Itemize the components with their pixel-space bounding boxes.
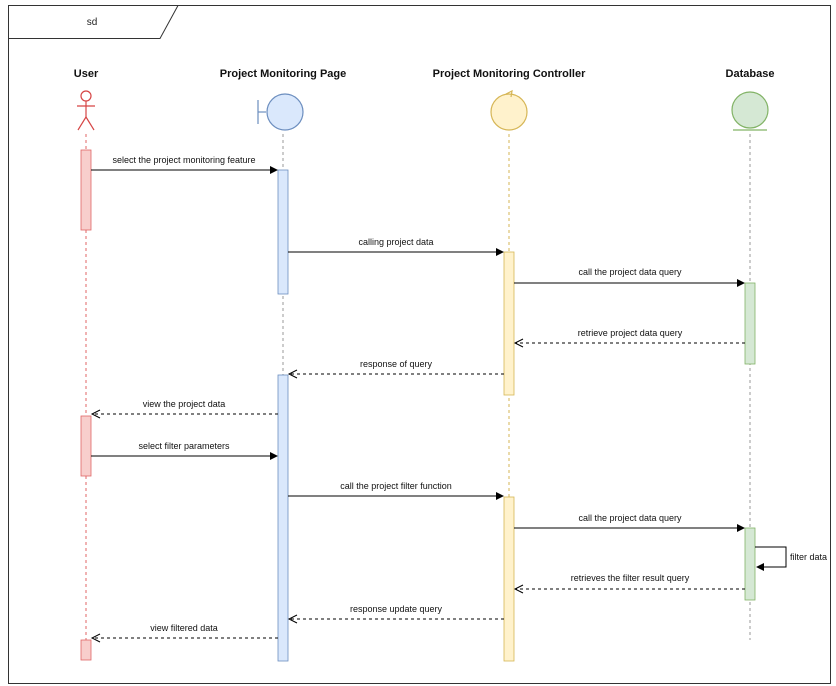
control-icon (490, 89, 528, 131)
activation-page-1 (277, 169, 289, 295)
activation-database-1 (744, 282, 756, 365)
message-label: view the project data (143, 399, 226, 409)
activation-user-2 (80, 415, 92, 477)
arrowhead-open (90, 633, 101, 643)
boundary-icon (257, 93, 304, 131)
arrowhead-solid (270, 452, 278, 460)
message-label: call the project filter function (340, 481, 452, 491)
activation-controller-2 (503, 496, 515, 662)
message-label: select filter parameters (138, 441, 230, 451)
arrowhead-open (513, 338, 524, 348)
activation-page-2 (277, 374, 289, 662)
arrowhead-solid (737, 524, 745, 532)
arrowhead-open (287, 369, 298, 379)
arrowhead-open (513, 584, 524, 594)
arrowhead-solid (496, 248, 504, 256)
arrowhead-open (287, 614, 298, 624)
diagram-frame (8, 5, 831, 684)
message-label: retrieves the filter result query (571, 573, 690, 583)
activation-database-2 (744, 527, 756, 601)
arrowhead-solid (270, 166, 278, 174)
message-label: select the project monitoring feature (112, 155, 255, 165)
message-label: calling project data (358, 237, 433, 247)
message-label: response of query (360, 359, 433, 369)
activation-controller-1 (503, 251, 515, 396)
activation-user-1 (80, 149, 92, 231)
message-label: call the project data query (578, 267, 682, 277)
actor-icon (77, 90, 95, 131)
participant-name-user: User (74, 68, 99, 80)
activation-user-3 (80, 639, 92, 661)
participant-name-controller: Project Monitoring Controller (433, 68, 586, 80)
message-label: response update query (350, 604, 443, 614)
participant-name-database: Database (726, 68, 775, 80)
arrowhead-open (90, 409, 101, 419)
message-label: filter data (790, 552, 827, 562)
frame-label: sd (87, 17, 98, 28)
message-label: call the project data query (578, 513, 682, 523)
message-label: retrieve project data query (578, 328, 683, 338)
arrowhead-solid (496, 492, 504, 500)
frame-label-tab (8, 5, 179, 39)
participant-name-page: Project Monitoring Page (220, 68, 347, 80)
arrowhead-solid (737, 279, 745, 287)
self-message-line (755, 546, 787, 568)
message-label: view filtered data (150, 623, 218, 633)
arrowhead-solid (756, 563, 764, 571)
entity-icon (731, 91, 769, 131)
